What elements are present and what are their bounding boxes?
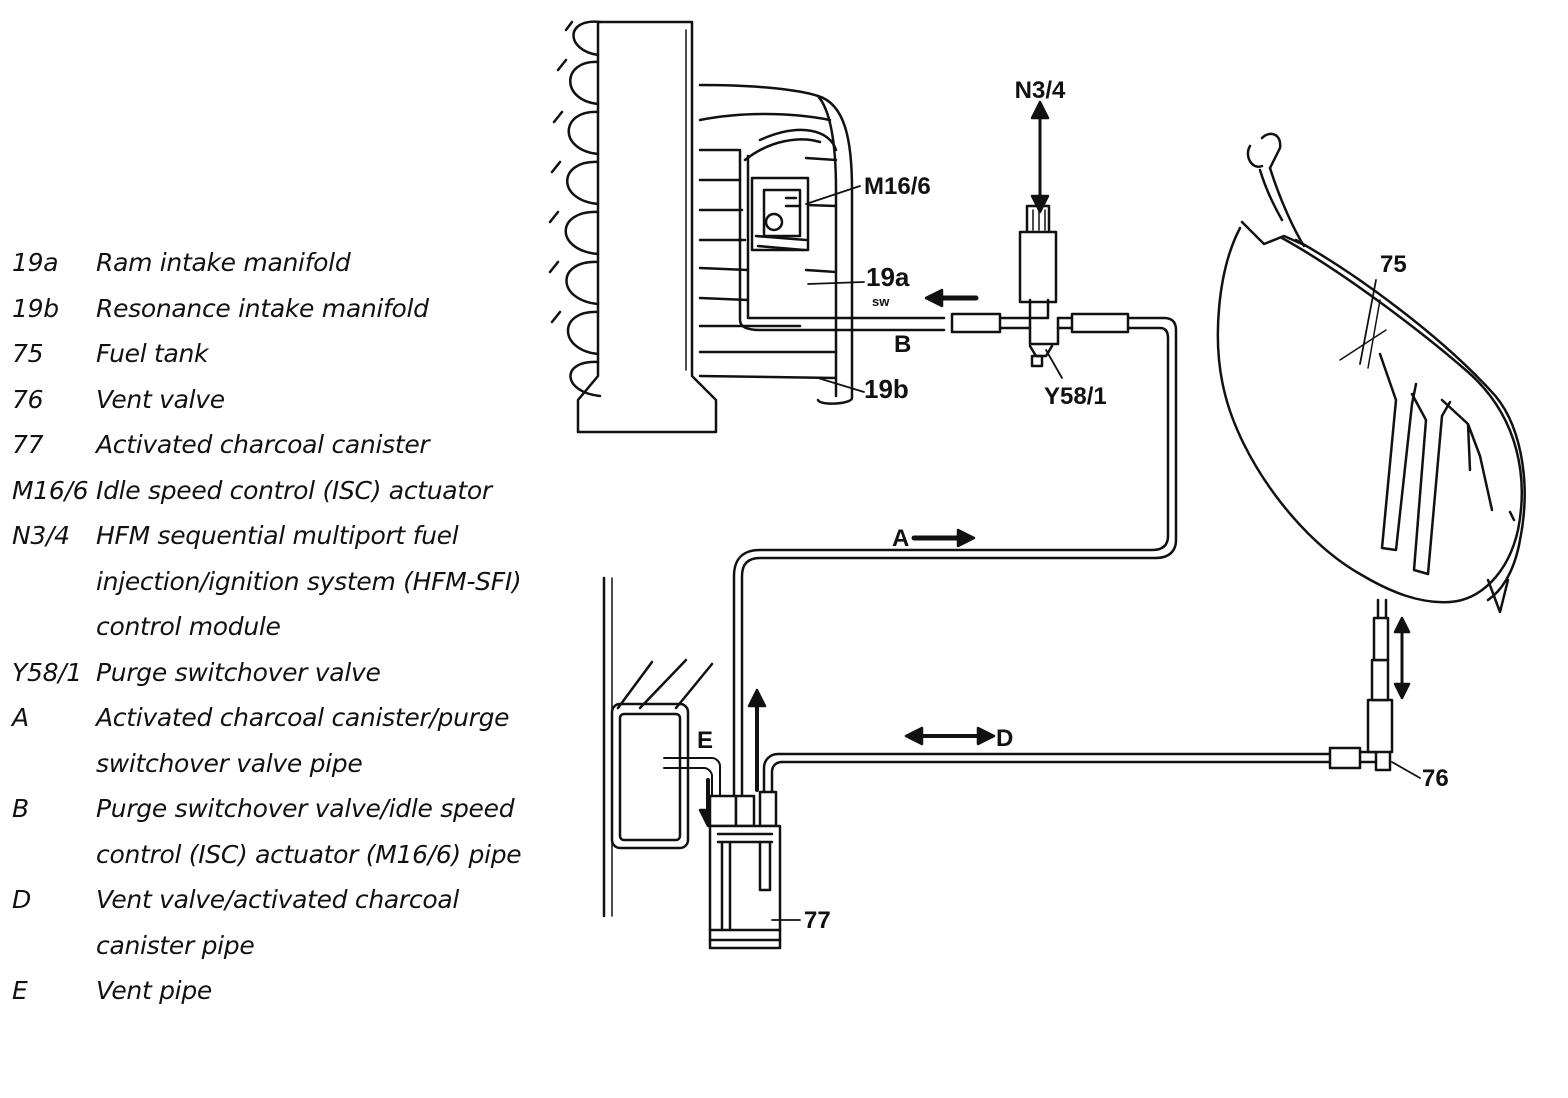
legend-text: Purge switchover valve — [96, 657, 381, 687]
diagram-labels: N3/4 M16/6 19a sw B 19b Y58/1 A 75 E D 7… — [697, 77, 1449, 934]
pipe-d — [762, 746, 1378, 794]
label-d: D — [996, 725, 1013, 752]
legend-code: E — [12, 976, 28, 1005]
legend-code: 77 — [12, 430, 44, 459]
label-e: E — [697, 727, 713, 754]
legend-text: Idle speed control (ISC) actuator — [96, 475, 492, 505]
label-19b: 19b — [864, 374, 909, 404]
legend-text: canister pipe — [96, 930, 255, 960]
charcoal-canister — [602, 576, 782, 950]
legend-row: D Vent valve/activated charcoal — [12, 885, 572, 931]
legend-code: N3/4 — [12, 521, 70, 550]
legend-row: N3/4 HFM sequential multiport fuel — [12, 521, 572, 567]
flow-arrows — [698, 288, 1411, 828]
legend-code: A — [12, 703, 29, 732]
legend-text: HFM sequential multiport fuel — [96, 521, 459, 550]
legend-text: Fuel tank — [96, 339, 209, 368]
legend-row: A Activated charcoal canister/purge — [12, 703, 572, 749]
legend-row: B Purge switchover valve/idle speed — [12, 794, 572, 840]
label-sw: sw — [872, 294, 890, 309]
legend-text: control module — [96, 612, 281, 641]
legend-row: 19a Ram intake manifold — [12, 248, 572, 294]
label-m16-6: M16/6 — [864, 173, 931, 200]
legend-code: D — [12, 885, 31, 914]
legend-row: 77 Activated charcoal canister — [12, 430, 572, 476]
legend-text: control (ISC) actuator (M16/6) pipe — [96, 839, 522, 869]
legend-code: 76 — [12, 384, 44, 414]
legend-text: Activated charcoal canister/purge — [96, 703, 510, 732]
legend-text: Vent pipe — [96, 976, 212, 1005]
legend-code: 19b — [12, 293, 59, 323]
label-a: A — [892, 525, 909, 552]
purge-switchover-valve — [950, 100, 1130, 368]
legend-text: Purge switchover valve/idle speed — [96, 794, 515, 823]
legend-code: 75 — [12, 339, 44, 368]
legend-row: injection/ignition system (HFM-SFI) — [12, 567, 572, 613]
intake-manifold-assembly — [548, 20, 946, 434]
legend-text: injection/ignition system (HFM-SFI) — [96, 566, 522, 596]
label-75: 75 — [1380, 251, 1407, 278]
legend: 19a Ram intake manifold 19b Resonance inta… — [12, 248, 572, 1022]
label-b: B — [894, 331, 911, 358]
legend-text: Activated charcoal canister — [96, 430, 430, 459]
fuel-tank — [1216, 132, 1526, 614]
label-n3-4: N3/4 — [1015, 77, 1066, 104]
legend-row: canister pipe — [12, 931, 572, 977]
leader-lines — [771, 185, 1421, 921]
legend-row: Y58/1 Purge switchover valve — [12, 658, 572, 704]
legend-row: control (ISC) actuator (M16/6) pipe — [12, 840, 572, 886]
legend-code: Y58/1 — [12, 657, 82, 687]
legend-code: 19a — [12, 248, 59, 277]
legend-row: 76 Vent valve — [12, 385, 572, 431]
legend-code: B — [12, 794, 29, 823]
legend-text: Vent valve/activated charcoal — [96, 885, 459, 914]
legend-row: control module — [12, 612, 572, 658]
legend-text: switchover valve pipe — [96, 748, 363, 778]
label-19a: 19a — [866, 262, 910, 292]
label-77: 77 — [804, 907, 831, 934]
pipe-a — [732, 316, 1178, 802]
label-76: 76 — [1422, 765, 1449, 792]
legend-row: 19b Resonance intake manifold — [12, 294, 572, 340]
legend-text: Resonance intake manifold — [96, 293, 429, 323]
label-y58-1: Y58/1 — [1044, 383, 1107, 410]
vent-valve — [1366, 598, 1394, 772]
legend-text: Vent valve — [96, 384, 225, 414]
legend-row: switchover valve pipe — [12, 749, 572, 795]
legend-row: E Vent pipe — [12, 976, 572, 1022]
legend-code: M16/6 — [12, 475, 89, 505]
legend-text: Ram intake manifold — [96, 248, 351, 277]
legend-row: 75 Fuel tank — [12, 339, 572, 385]
